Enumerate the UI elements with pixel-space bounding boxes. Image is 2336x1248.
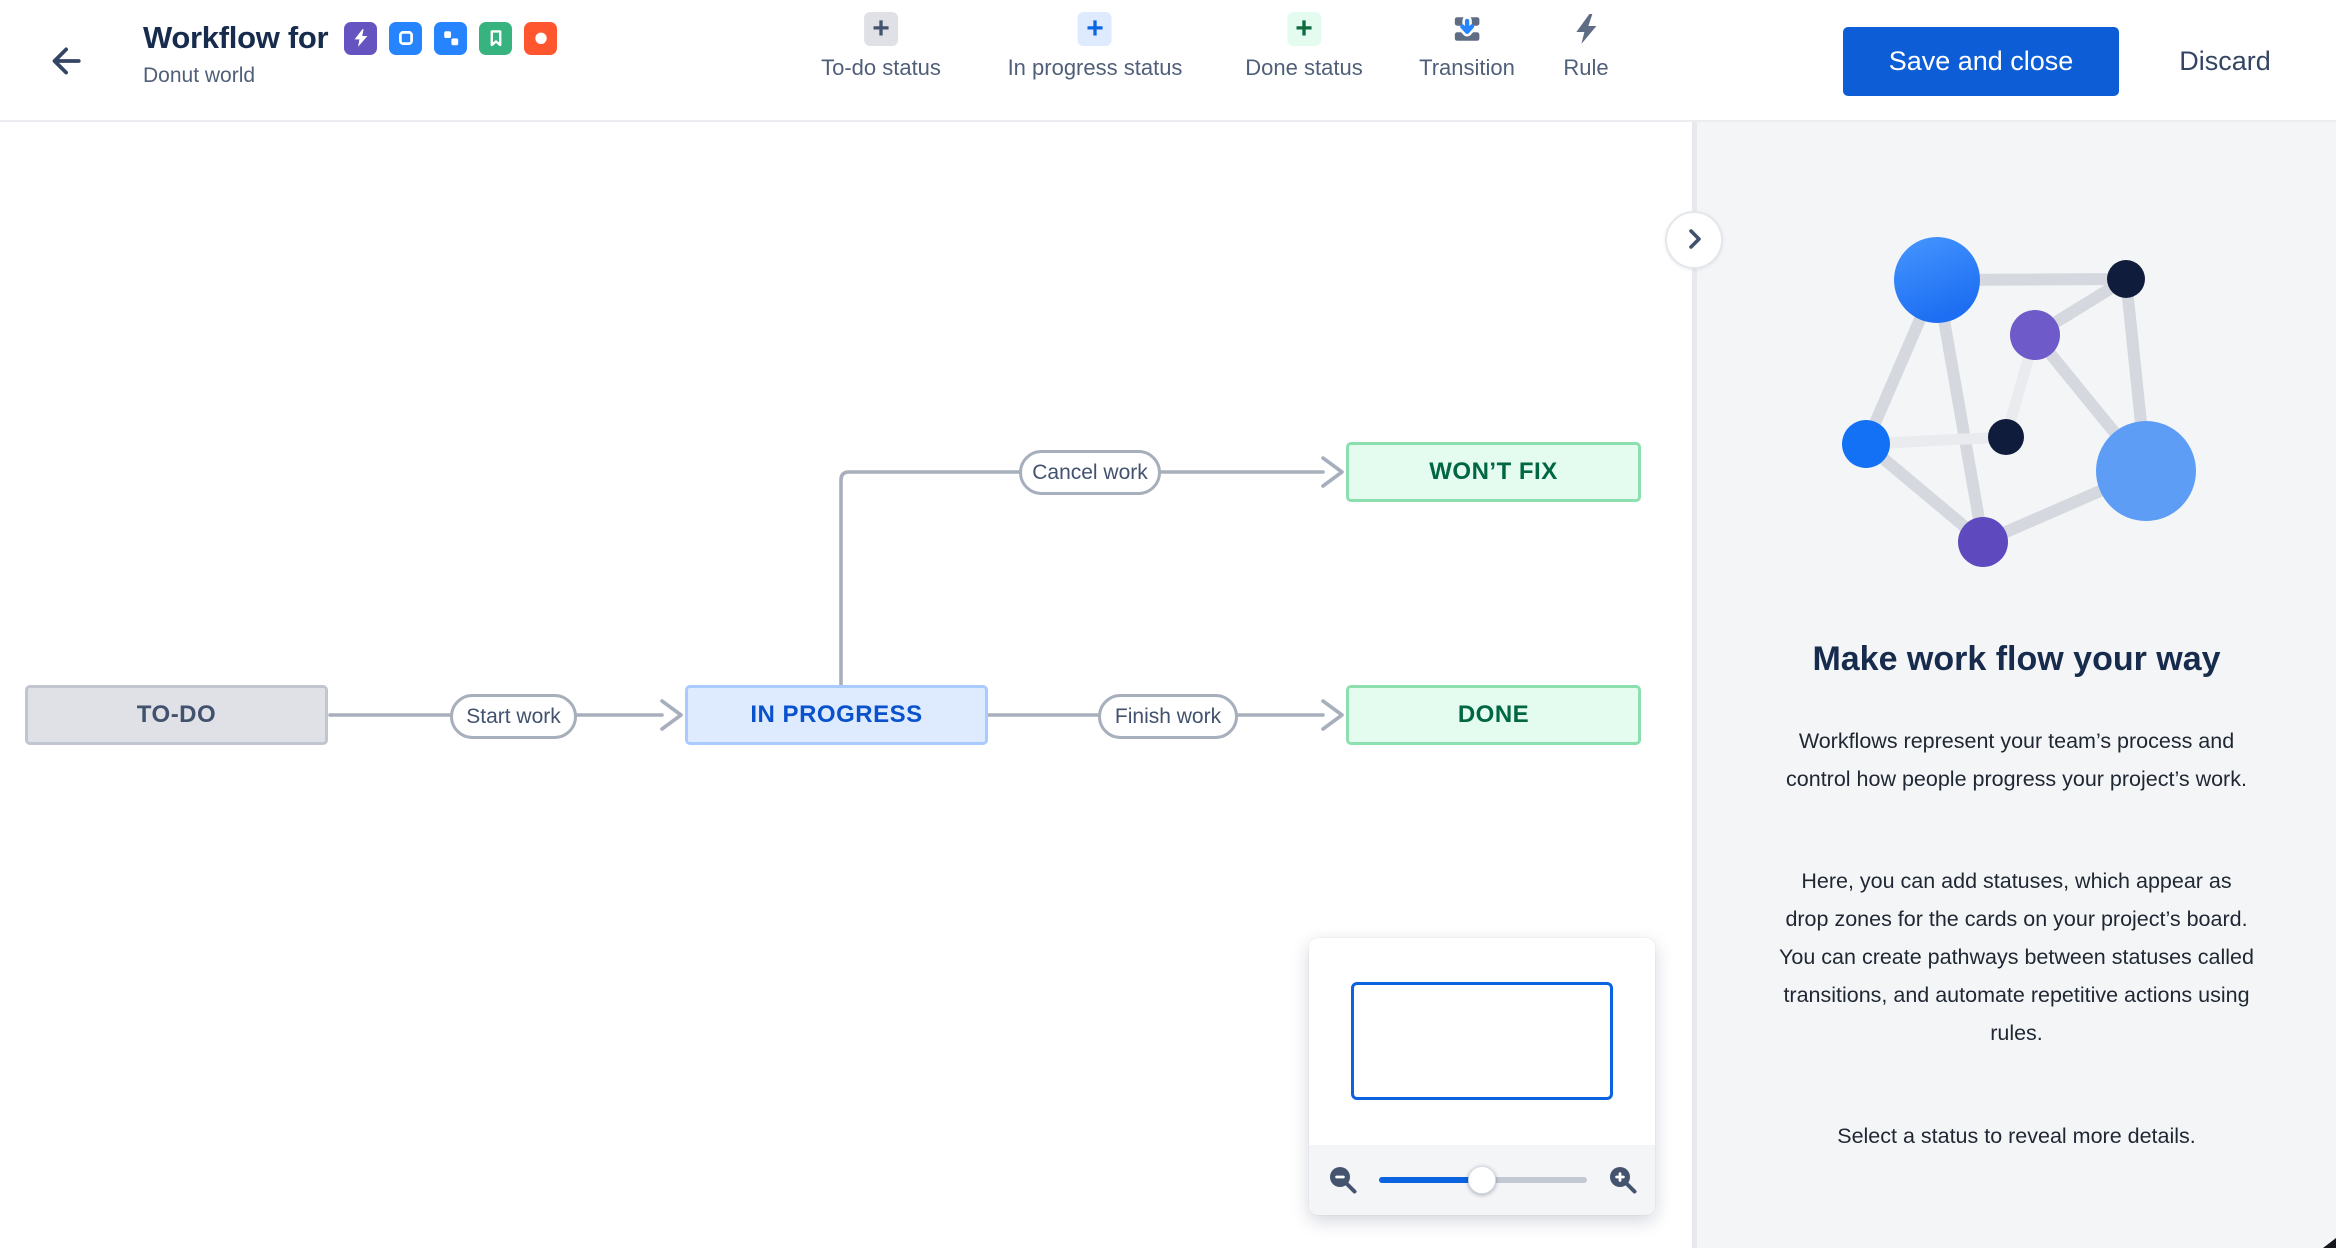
transition-cancel-work[interactable]: Cancel work — [1019, 450, 1161, 495]
project-name: Donut world — [143, 64, 256, 87]
transition-finish-work[interactable]: Finish work — [1098, 694, 1238, 739]
zoom-out-button[interactable] — [1327, 1164, 1359, 1196]
help-panel: Make work flow your way Workflows repres… — [1697, 122, 2336, 1248]
status-node-todo[interactable]: TO-DO — [25, 685, 328, 745]
panel-heading: Make work flow your way — [1812, 640, 2221, 678]
panel-paragraph: Workflows represent your team’s process … — [1786, 729, 2247, 791]
status-node-in-progress[interactable]: IN PROGRESS — [685, 685, 988, 745]
toolbar-label: Done status — [1245, 55, 1363, 80]
blocker-circle-issue-icon — [524, 21, 558, 55]
back-button[interactable] — [40, 38, 88, 86]
title-block: Workflow for — [143, 18, 558, 88]
subtask-issue-icon — [434, 21, 468, 55]
panel-paragraph: Here, you can add statuses, which appear… — [1779, 869, 2254, 1045]
bolt-issue-icon — [344, 21, 378, 55]
plus-icon: + — [864, 12, 898, 46]
discard-button[interactable]: Discard — [2150, 27, 2300, 96]
toolbar-label: In progress status — [1007, 55, 1183, 80]
transition-start-work[interactable]: Start work — [450, 694, 577, 739]
issue-type-icons — [344, 21, 558, 55]
zoom-in-icon — [1607, 1167, 1639, 1199]
page-title: Workflow for — [143, 20, 329, 55]
plus-icon: + — [1078, 12, 1112, 46]
save-and-close-button[interactable]: Save and close — [1843, 27, 2119, 96]
zoom-slider-thumb[interactable] — [1467, 1166, 1496, 1194]
transition-icon — [1450, 12, 1484, 46]
transition-lines — [328, 456, 1344, 731]
minimap-viewport[interactable] — [1351, 982, 1613, 1100]
add-todo-status-button[interactable]: + To-do status — [821, 12, 941, 81]
minimap-zoom-bar — [1309, 1145, 1655, 1215]
panel-paragraph: Select a status to reveal more details. — [1837, 1124, 2196, 1148]
zoom-slider-track[interactable] — [1379, 1166, 1587, 1194]
add-inprogress-status-button[interactable]: + In progress status — [1007, 12, 1183, 81]
arrow-left-icon — [44, 41, 84, 84]
minimap — [1309, 938, 1655, 1215]
zoom-out-icon — [1327, 1167, 1359, 1199]
zoom-slider-fill — [1379, 1177, 1482, 1183]
toolbar-label: Transition — [1419, 55, 1515, 80]
add-done-status-button[interactable]: + Done status — [1245, 12, 1363, 81]
bookmark-issue-icon — [479, 21, 513, 55]
panel-divider — [1692, 122, 1697, 1248]
panel-collapse-button[interactable] — [1665, 211, 1723, 269]
app-header: Workflow for — [0, 0, 2336, 122]
toolbar-label: To-do status — [821, 55, 941, 80]
status-node-wont-fix[interactable]: WON’T FIX — [1346, 442, 1641, 502]
status-node-done[interactable]: DONE — [1346, 685, 1641, 745]
cursor-artifact — [2323, 1238, 2336, 1248]
toolbar-label: Rule — [1563, 55, 1609, 80]
zoom-in-button[interactable] — [1607, 1164, 1639, 1196]
add-transition-button[interactable]: Transition — [1419, 12, 1515, 81]
lightning-icon — [1569, 12, 1603, 46]
plus-icon: + — [1287, 12, 1321, 46]
chevron-right-icon — [1677, 222, 1711, 259]
add-rule-button[interactable]: Rule — [1563, 12, 1609, 81]
task-square-issue-icon — [389, 21, 423, 55]
network-illustration — [1810, 228, 2222, 581]
